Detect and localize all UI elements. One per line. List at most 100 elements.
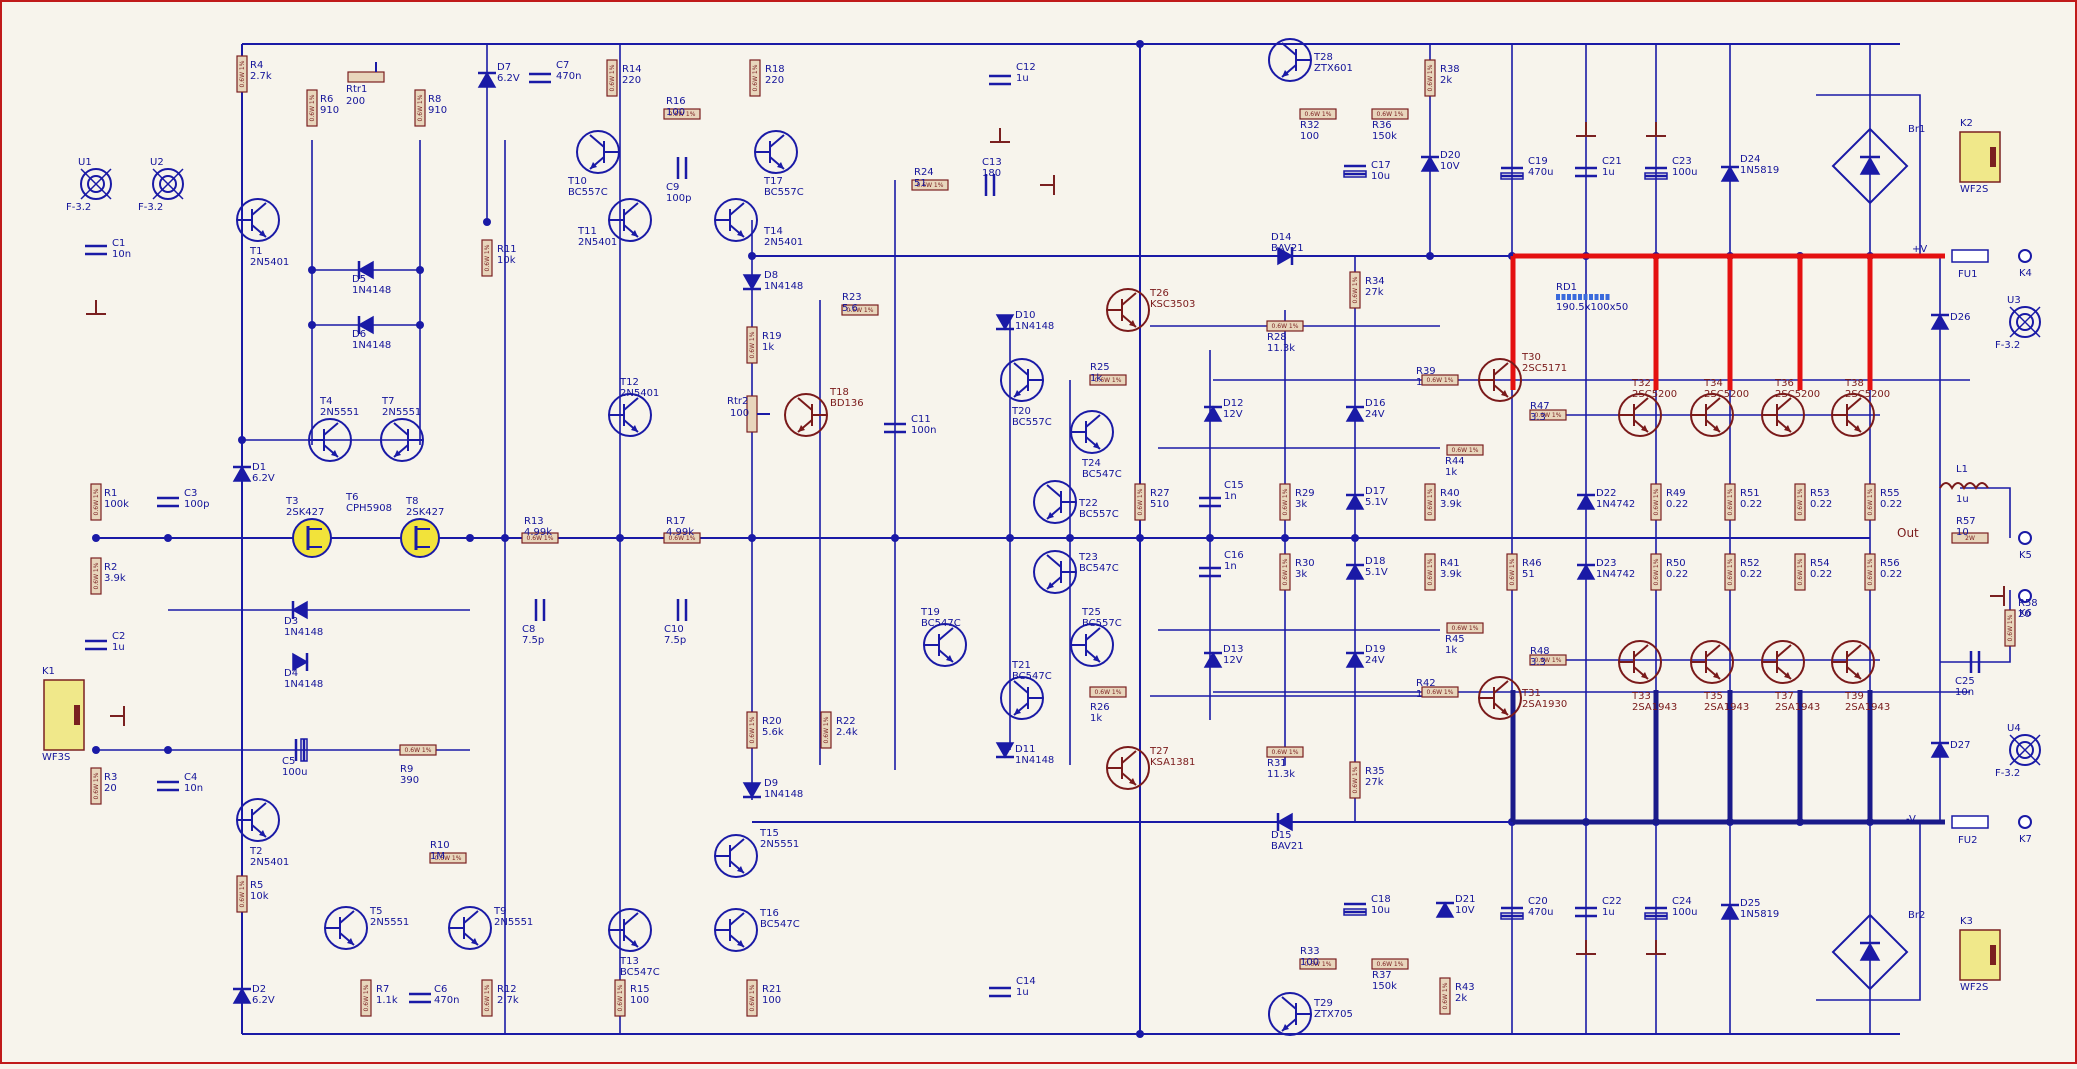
diode-d7[interactable]: D76.2V bbox=[477, 62, 520, 88]
bridge-br2[interactable]: Br2 bbox=[1831, 910, 1925, 991]
terminal-k4[interactable]: K4 bbox=[2018, 249, 2032, 279]
terminal-k7[interactable]: K7 bbox=[2018, 815, 2032, 845]
resistor-r2[interactable]: 0.6W 1%R23.9k bbox=[90, 557, 126, 595]
fuse-fu2[interactable]: FU2 bbox=[1951, 815, 1989, 846]
resistor-r7[interactable]: 0.6W 1%R71.1k bbox=[360, 979, 398, 1017]
resistor-r4[interactable]: 0.6W 1%R42.7k bbox=[236, 55, 272, 93]
capacitor-c8[interactable]: C87.5p bbox=[522, 599, 546, 646]
diode-d27[interactable]: D27 bbox=[1930, 740, 1970, 758]
diode-d2[interactable]: D26.2V bbox=[232, 984, 275, 1006]
